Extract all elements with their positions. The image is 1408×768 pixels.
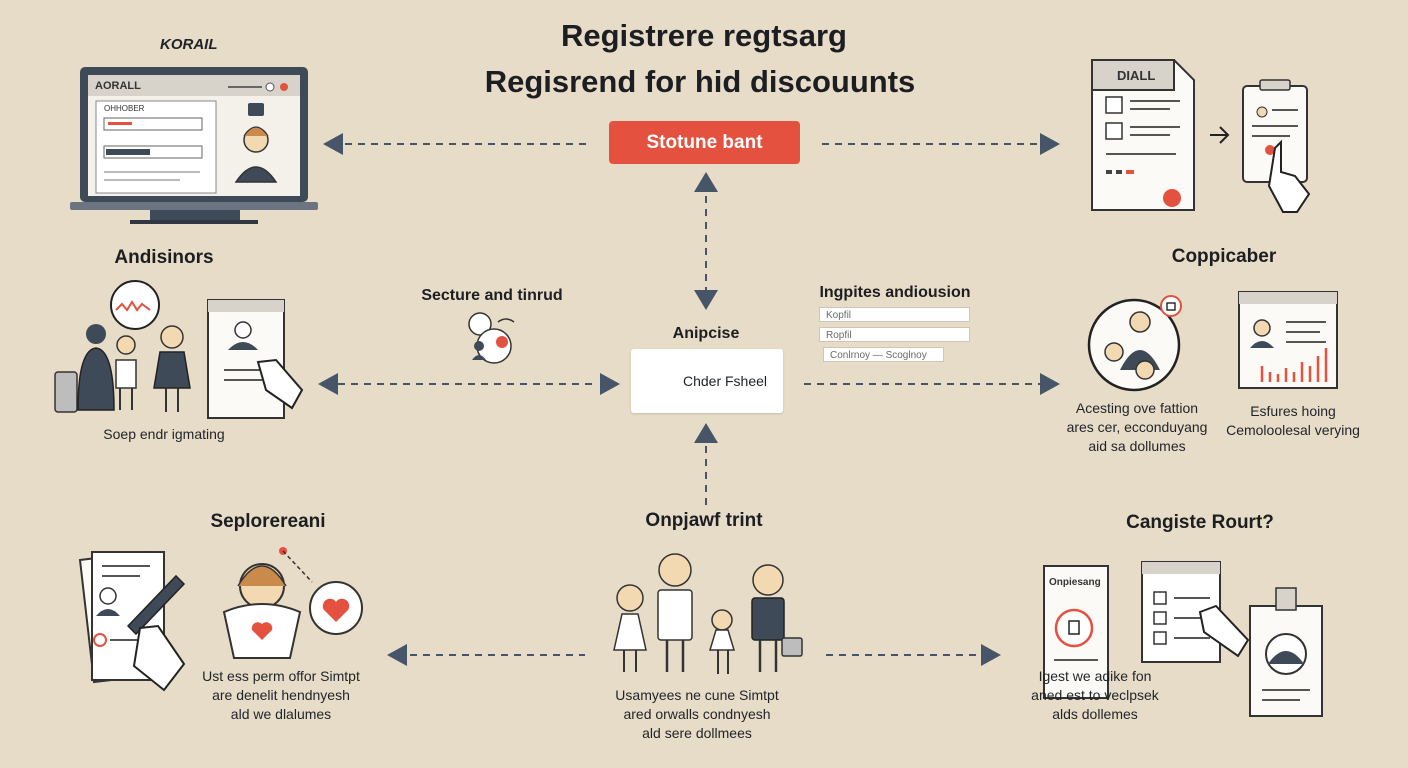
form-field-2[interactable]: Ropfil: [819, 327, 970, 342]
arrow-down-mid: [694, 290, 718, 310]
title-line-1: Registrere regtsarg: [560, 18, 847, 53]
brand-logo: KORAIL: [160, 36, 218, 53]
arrow-up-top: [694, 172, 718, 192]
heading-bottom-center: Onpjawf trint: [645, 510, 763, 531]
arrow-right-mid-a: [600, 373, 620, 395]
center-card[interactable]: Chder Fsheel: [631, 349, 783, 413]
caption-mid-right-b: Esfures hoing Cemoloolesal verying: [1226, 403, 1360, 438]
arrow-right-top: [1040, 133, 1060, 155]
arrow-up-bottom: [694, 423, 718, 443]
child-heart-icon: [222, 547, 363, 659]
center-heading: Anipcise: [672, 325, 740, 342]
caption-bottom-right: Igest we adike fon aned est to veclpsek …: [1031, 668, 1159, 722]
arrow-right-bottom: [981, 644, 1001, 666]
arrow-left-bottom: [387, 644, 407, 666]
document-title: DIALL: [1117, 68, 1156, 83]
heading-bottom-left: Seplorereani: [210, 511, 326, 532]
checklist-documents-icon: [1043, 561, 1323, 717]
heading-mid-right: Coppicaber: [1171, 246, 1277, 267]
title-line-2: Regisrend for hid discouunts: [484, 64, 916, 99]
heading-mid-left: Andisinors: [114, 247, 214, 268]
caption-bottom-center: Usamyees ne cune Simtpt ared orwalls con…: [615, 687, 779, 741]
form-field-1[interactable]: Kopfil: [819, 307, 970, 322]
people-icon: [468, 312, 515, 364]
heading-mid-center-left: Secture and tinrud: [421, 287, 563, 304]
family-portrait-icon: [1087, 291, 1338, 392]
document-icon: [1091, 59, 1311, 213]
start-button[interactable]: Stotune bant: [609, 121, 800, 164]
screen-field-label: OHHOBER: [104, 104, 145, 113]
arrow-left-mid: [318, 373, 338, 395]
laptop-icon: [70, 67, 318, 224]
caption-mid-left: Soep endr igmating: [103, 426, 225, 442]
heading-mid-center-right: Ingpites andiousion: [819, 284, 971, 301]
caption-bottom-left: Ust ess perm offor Simtpt are denelit he…: [202, 668, 360, 722]
heading-bottom-right: Cangiste Rourt?: [1126, 512, 1274, 533]
bottom-right-doc-title: Onpiesang: [1049, 577, 1101, 588]
signing-document-icon: [78, 550, 186, 692]
caption-mid-right-a: Acesting ove fattion ares cer, ecconduya…: [1066, 400, 1208, 454]
family-travel-icon: [54, 280, 304, 419]
family-group-icon: [613, 553, 803, 674]
center-card-label: Chder Fsheel: [682, 373, 768, 389]
arrow-left-top: [323, 133, 343, 155]
form-field-3[interactable]: Conlrnoy — Scoglnoy: [823, 347, 944, 362]
arrow-right-mid-b: [1040, 373, 1060, 395]
screen-brand: AORALL: [95, 80, 141, 92]
